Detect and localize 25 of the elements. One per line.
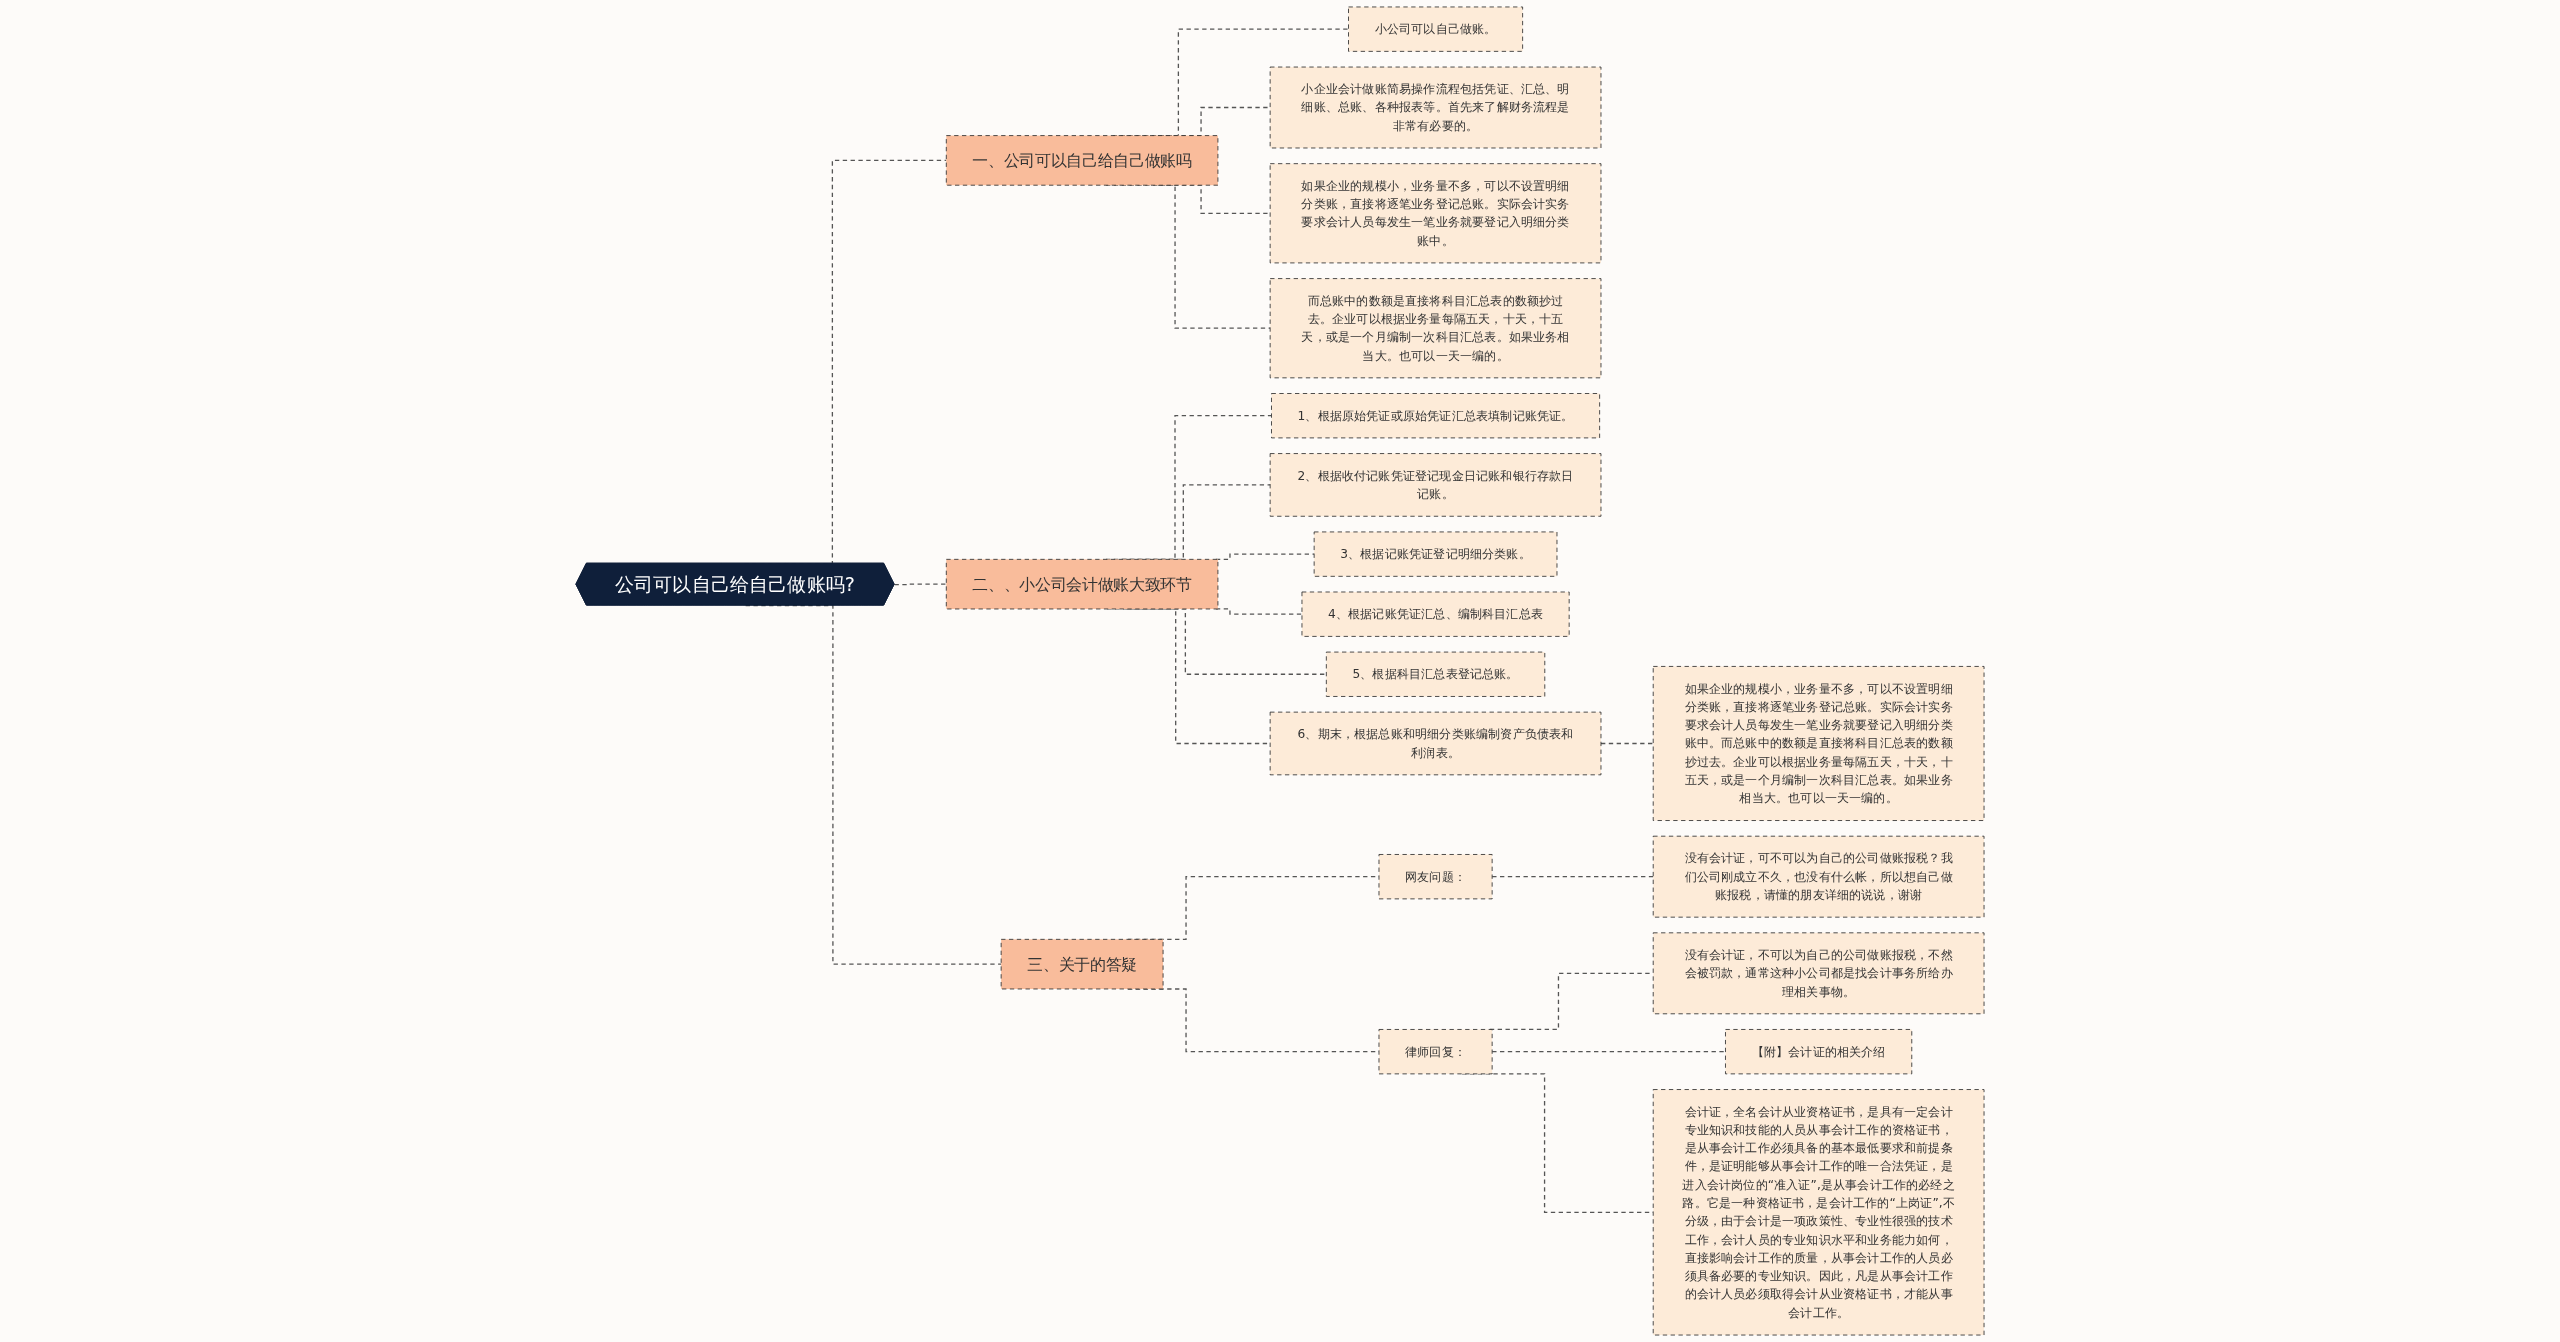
node-box: 如果企业的规模小，业务量不多，可以不设置明细分类账，直接将逐笔业务登记总账。实际会计实务要求会计人员每发生一笔业务就要登记入明细分类账中。而总账中的数额是直接将科目汇总表的数额抄过去。企业可以根据业务量每隔五天，十天，十五天，或是一个月编制一次科目汇总表。如果业务相当大。也可以一天一编的。	[1652, 666, 1985, 821]
node-box: 而总账中的数额是直接将科目汇总表的数额抄过去。企业可以根据业务量每隔五天，十天，十五天，或是一个月编制一次科目汇总表。如果业务相当大。也可以一天一编的。	[1269, 278, 1602, 379]
node-box: 5、根据科目汇总表登记总账。	[1325, 651, 1546, 697]
connector	[1600, 742, 1654, 745]
connector	[1491, 876, 1654, 878]
node-box: 二、、小公司会计做账大致环节	[945, 558, 1219, 610]
node-box: 3、根据记账凭证登记明细分类账。	[1313, 531, 1558, 577]
connector	[1215, 608, 1303, 615]
node-box: 小企业会计做账简易操作流程包括凭证、汇总、明细账、总账、各种报表等。首先来了解财务流程是非常有必要的。	[1269, 66, 1602, 149]
node-box: 网友问题：	[1378, 854, 1493, 900]
node-box: 律师回复：	[1378, 1029, 1493, 1075]
node-box: 4、根据记账凭证汇总、编制科目汇总表	[1301, 591, 1570, 637]
node-box: 小公司可以自己做账。	[1348, 6, 1524, 52]
node-box: 【附】会计证的相关介绍	[1725, 1029, 1913, 1075]
node-box: 三、关于的答疑	[1000, 938, 1164, 990]
node-box: 2、根据收付记账凭证登记现金日记账和银行存款日记账。	[1269, 453, 1602, 517]
node-box: 一、公司可以自己给自己做账吗	[945, 135, 1219, 186]
node-box: 没有会计证，不可以为自己的公司做账报税，不然会被罚款，通常这种小公司都是找会计事务所给办理相关事物。	[1652, 932, 1985, 1015]
connector	[893, 583, 947, 586]
node-box: 如果企业的规模小，业务量不多，可以不设置明细分类账，直接将逐笔业务登记总账。实际会计实务要求会计人员每发生一笔业务就要登记入明细分类账中。	[1269, 163, 1602, 264]
node-box: 会计证，全名会计从业资格证书，是具有一定会计专业知识和技能的人员从事会计工作的资格证书，是从事会计工作必须具备的基本最低要求和前提条件，是证明能够从事会计工作的唯一合法凭证，是进入会计岗位的“准入证”,是从事会计工作的必经之路。它是一种资格证书，是会计工作的“上岗证”,不分级，由于会计是一项政策性、专业性很强的技术工作，会计人员的专业知识水平和业务能力如何，直接影响会计工作的质量，从事会计工作的人员必须具备必要的专业知识。因此，凡是从事会计工作的会计人员必须取得会计从业资格证书，才能从事会计工作。	[1652, 1089, 1985, 1336]
connector	[1491, 1051, 1727, 1053]
node-box: 1、根据原始凭证或原始凭证汇总表填制记账凭证。	[1271, 393, 1601, 439]
node-box: 没有会计证，可不可以为自己的公司做账报税？我们公司刚成立不久，也没有什么帐，所以想自己做账报税，请懂的朋友详细的说说，谢谢	[1652, 835, 1985, 918]
node-box: 6、期末，根据总账和明细分类账编制资产负债表和利润表。	[1269, 711, 1602, 776]
